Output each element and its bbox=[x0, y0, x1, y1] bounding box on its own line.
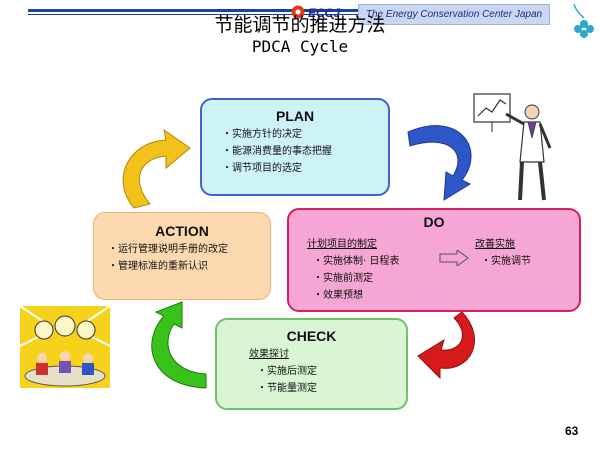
check-subheading: 效果探讨 bbox=[249, 349, 289, 360]
do-left-column: 计划项目的制定 ・实施体制· 日程表 ・实施前测定 ・效果预想 bbox=[307, 236, 399, 304]
do-left-item: ・实施体制· 日程表 bbox=[313, 256, 400, 267]
check-heading: CHECK bbox=[286, 328, 337, 344]
plan-item: ・实施方针的决定 bbox=[222, 129, 302, 140]
check-item: ・节能量测定 bbox=[257, 383, 317, 394]
do-heading: DO bbox=[423, 214, 445, 230]
do-left-item: ・效果预想 bbox=[313, 290, 363, 301]
inner-arrow-icon bbox=[439, 250, 469, 266]
do-left-subheading: 计划项目的制定 bbox=[307, 239, 377, 250]
check-box: CHECK 效果探讨 ・实施后测定 ・节能量测定 bbox=[215, 318, 408, 410]
action-item: ・运行管理说明手册的改定 bbox=[108, 244, 228, 255]
page-subtitle: PDCA Cycle bbox=[251, 37, 349, 56]
do-left-item: ・实施前测定 bbox=[313, 273, 373, 284]
do-right-column: 改善实施 ・实施调节 bbox=[475, 236, 531, 270]
clover-icon bbox=[573, 3, 594, 38]
plan-item: ・能源消费量的事态把握 bbox=[222, 146, 332, 157]
header-rule bbox=[28, 9, 358, 12]
lightbulb-meeting-icon bbox=[20, 306, 110, 388]
action-heading: ACTION bbox=[155, 223, 209, 239]
action-item: ・管理标准的重新认识 bbox=[108, 261, 208, 272]
arrow-action-to-plan-icon bbox=[122, 128, 191, 209]
action-box: ACTION ・运行管理说明手册的改定 ・管理标准的重新认识 bbox=[93, 212, 271, 300]
do-right-item: ・实施调节 bbox=[481, 256, 531, 267]
organization-banner: The Energy Conservation Center Japan bbox=[358, 4, 550, 25]
plan-box: PLAN ・实施方针的决定 ・能源消费量的事态把握 ・调节项目的选定 bbox=[200, 98, 390, 196]
arrow-plan-to-do-icon bbox=[407, 125, 472, 201]
plan-heading: PLAN bbox=[275, 108, 315, 124]
page-title: 节能调节的推进方法 bbox=[214, 14, 386, 36]
arrow-check-to-action-icon bbox=[151, 301, 207, 389]
plan-item: ・调节项目的选定 bbox=[222, 163, 302, 174]
header-rule-thin bbox=[28, 14, 358, 15]
arrow-do-to-check-icon bbox=[417, 311, 475, 380]
do-box: DO 计划项目的制定 ・实施体制· 日程表 ・实施前测定 ・效果预想 改善实施 … bbox=[287, 208, 581, 312]
do-right-subheading: 改善实施 bbox=[475, 239, 515, 250]
eccj-logo-icon: ECCJ bbox=[291, 5, 340, 20]
logo-text: ECCJ bbox=[308, 6, 340, 20]
check-item: ・实施后测定 bbox=[257, 366, 317, 377]
page-number: 63 bbox=[565, 424, 579, 438]
presenter-figure-icon bbox=[473, 93, 552, 201]
